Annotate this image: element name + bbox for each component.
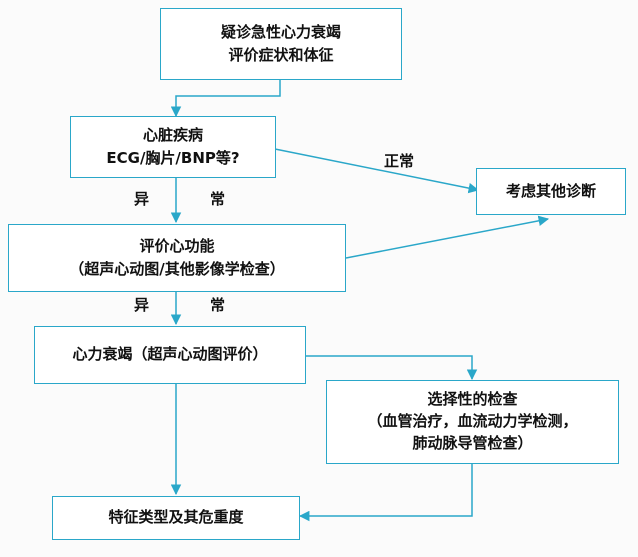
- arrow-cardiac-function-to-other-diagnosis: [345, 215, 550, 259]
- box-suspected-acute-heart-failure: 疑诊急性心力衰竭 评价症状和体征: [160, 8, 402, 80]
- label-abnormal-2-a: 异: [134, 296, 150, 314]
- box-suspect-line2: 评价症状和体征: [228, 46, 334, 64]
- box-suspect-line1: 疑诊急性心力衰竭: [220, 22, 341, 41]
- box-severity-line1: 特征类型及其危重度: [108, 508, 244, 527]
- box-heart-disease: 心脏疾病 ECG/胸片/BNP等?: [70, 116, 276, 178]
- label-abnormal-1-b: 常: [210, 190, 226, 208]
- box-heart-disease-line1: 心脏疾病: [142, 125, 203, 144]
- arrow-suspect-to-heart-disease: [170, 78, 281, 118]
- box-cardiac-function: 评价心功能 （超声心动图/其他影像学检查）: [8, 224, 346, 292]
- box-other-diagnosis-line1: 考虑其他诊断: [505, 181, 596, 200]
- box-heart-failure: 心力衰竭（超声心动图评价）: [34, 326, 306, 384]
- box-other-diagnosis: 考虑其他诊断: [476, 168, 626, 215]
- arrow-heart-disease-to-other-diagnosis: [269, 147, 480, 194]
- label-abnormal-2-b: 常: [210, 296, 226, 314]
- label-abnormal-1-a: 异: [134, 190, 150, 208]
- arrow-heart-failure-to-selective-exam: [306, 355, 478, 381]
- box-severity: 特征类型及其危重度: [52, 496, 300, 540]
- box-cardiac-function-line1: 评价心功能: [139, 236, 215, 255]
- box-heart-failure-line1: 心力衰竭（超声心动图评价）: [72, 345, 268, 364]
- arrow-selective-exam-to-severity: [298, 463, 473, 522]
- box-heart-disease-line2: ECG/胸片/BNP等?: [106, 149, 240, 167]
- box-selective-exam-line1: 选择性的检查: [427, 390, 518, 409]
- box-selective-exam: 选择性的检查 （血管治疗，血流动力学检测， 肺动脉导管检查）: [326, 380, 619, 464]
- box-cardiac-function-line2: （超声心动图/其他影像学检查）: [69, 260, 285, 278]
- box-selective-exam-line3: 肺动脉导管检查）: [412, 433, 533, 452]
- label-normal: 正常: [384, 152, 415, 170]
- box-selective-exam-line2: （血管治疗，血流动力学检测，: [367, 412, 578, 431]
